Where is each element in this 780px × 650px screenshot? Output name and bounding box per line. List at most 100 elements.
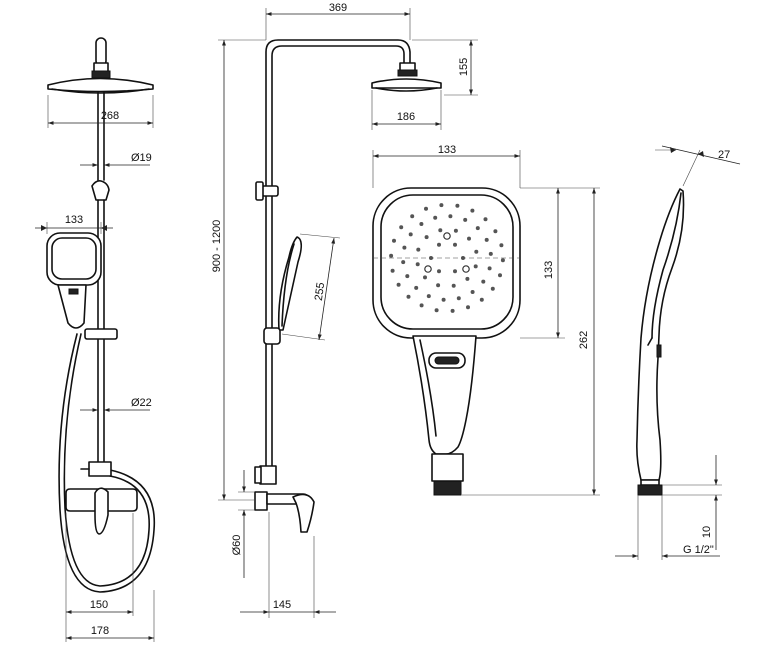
front-mixer-lever	[94, 487, 109, 535]
dim-detail-total-length: 262	[578, 331, 590, 349]
nozzle-dot	[399, 225, 404, 230]
front-overhead-shower	[47, 77, 154, 93]
nozzle-dot	[419, 303, 424, 308]
front-diverter	[88, 461, 112, 477]
detail-nozzles	[373, 203, 520, 313]
nozzle-dot	[389, 253, 394, 258]
nozzle-dot	[434, 308, 439, 313]
nozzle-dot	[424, 235, 429, 240]
nozzle-dot	[484, 237, 489, 242]
nozzle-dot	[466, 305, 470, 310]
nozzle-dot	[455, 203, 460, 208]
nozzle-dot	[453, 228, 458, 233]
nozzle-dot	[441, 297, 446, 302]
nozzle-dot	[498, 273, 502, 278]
dim-front-mixer-width: 150	[90, 599, 108, 611]
nozzle-dot	[406, 294, 411, 299]
side-mixer-lever	[292, 493, 315, 533]
nozzle-dot	[415, 262, 420, 267]
nozzle-dot	[488, 251, 493, 256]
nozzle-dot	[433, 215, 438, 220]
side-wall-flange	[254, 491, 268, 511]
dim-front-overhead-width: 268	[101, 110, 119, 122]
side-shower-arm	[265, 39, 411, 473]
nozzle-ring	[443, 232, 451, 240]
nozzle-dot	[465, 276, 470, 281]
detail-face-inner	[380, 194, 514, 330]
front-view	[46, 37, 156, 593]
dim-profile-thread: G 1/2"	[683, 544, 714, 556]
profile-body	[636, 188, 685, 481]
dim-detail-face-height: 133	[543, 261, 555, 279]
dim-side-wall-offset: 145	[273, 599, 291, 611]
nozzle-dot	[483, 217, 488, 222]
dim-profile-connector-length: 10	[701, 526, 713, 538]
dim-side-head-height: 155	[458, 58, 470, 76]
nozzle-ring	[424, 265, 432, 273]
profile-dimensions: 27 10 G 1/2"	[615, 145, 741, 560]
front-top-knob	[95, 37, 107, 67]
nozzle-dot	[436, 283, 441, 288]
detail-connector	[433, 480, 462, 496]
nozzle-dot	[493, 229, 498, 234]
nozzle-dot	[424, 206, 428, 211]
dim-front-pipe-diameter: Ø19	[131, 152, 152, 164]
dim-front-rail-diameter: Ø22	[131, 397, 152, 409]
side-view	[254, 39, 442, 533]
nozzle-dot	[390, 268, 395, 273]
side-dimensions: 369 155 186 900 - 1200 255 Ø60 145	[211, 2, 478, 618]
nozzle-ring	[462, 265, 470, 273]
nozzle-dot	[499, 243, 504, 248]
nozzle-dot	[438, 228, 443, 233]
profile-thread	[637, 484, 663, 496]
nozzle-dot	[402, 245, 407, 250]
detail-dimensions: 133 133 262	[372, 144, 600, 496]
dim-side-handshower-length: 255	[313, 282, 327, 302]
dim-side-head-depth: 186	[397, 111, 415, 123]
dim-front-handshower-width: 133	[65, 214, 83, 226]
side-handshower	[277, 236, 303, 331]
nozzle-dot	[437, 269, 441, 274]
front-hose	[58, 333, 156, 593]
front-holder	[91, 180, 110, 201]
nozzle-dot	[416, 247, 421, 252]
nozzle-dot	[423, 275, 427, 280]
nozzle-dot	[456, 296, 461, 301]
nozzle-dot	[453, 242, 457, 247]
nozzle-dot	[450, 308, 455, 313]
nozzle-dot	[487, 266, 492, 271]
side-diverter	[259, 465, 277, 485]
nozzle-dot	[463, 217, 468, 222]
nozzle-dot	[414, 285, 419, 290]
nozzle-dot	[426, 294, 431, 299]
profile-view	[636, 188, 685, 496]
nozzle-dot	[408, 232, 413, 237]
detail-face-outer	[372, 187, 521, 339]
nozzle-dot	[439, 203, 444, 208]
nozzle-dot	[470, 290, 475, 294]
nozzle-dot	[467, 236, 471, 241]
nozzle-dot	[410, 214, 415, 219]
dim-side-arm-reach: 369	[329, 2, 347, 14]
nozzle-dot	[479, 297, 484, 302]
dim-side-flange-diameter: Ø60	[231, 535, 243, 556]
nozzle-dot	[475, 226, 480, 231]
nozzle-dot	[453, 269, 457, 274]
nozzle-dot	[481, 279, 486, 284]
front-handshower	[46, 232, 102, 329]
nozzle-dot	[419, 222, 424, 226]
nozzle-dot	[474, 249, 479, 254]
front-dimensions: 268 Ø19 133 Ø22 150 178	[35, 95, 155, 642]
handshower-detail	[372, 187, 521, 496]
nozzle-dot	[490, 286, 495, 291]
side-overhead-head	[371, 78, 442, 89]
nozzle-dot	[470, 208, 475, 213]
dim-profile-thickness: 27	[718, 149, 730, 161]
nozzle-dot	[500, 258, 505, 263]
nozzle-dot	[401, 260, 406, 265]
nozzle-dot	[392, 238, 396, 243]
side-upper-holder	[261, 185, 279, 197]
nozzle-dot	[448, 214, 453, 219]
